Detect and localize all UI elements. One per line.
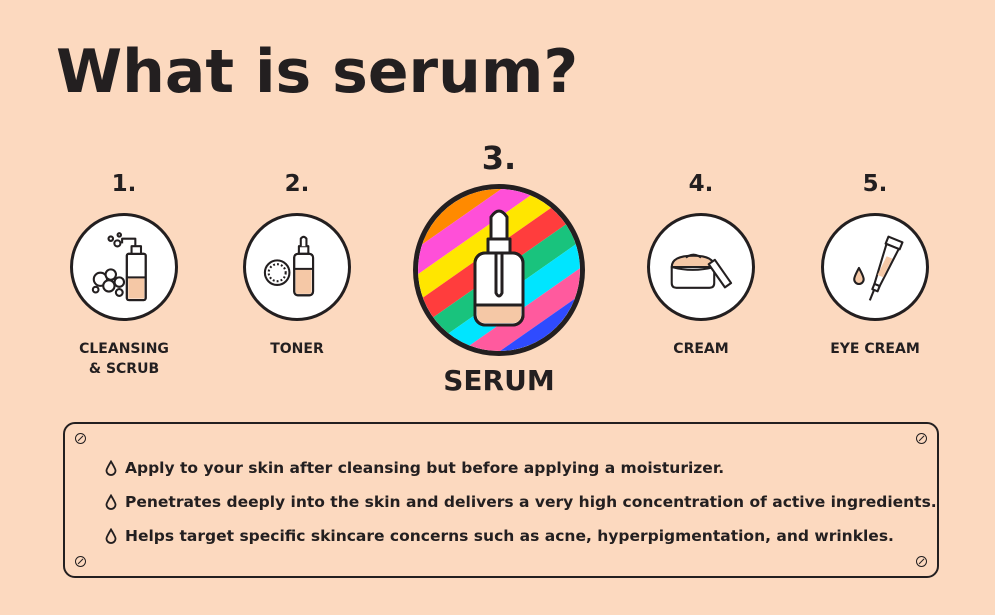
cleanser-bottle-with-bubbles-icon bbox=[91, 232, 147, 302]
step-number: 1. bbox=[111, 171, 137, 197]
step-label-line-1: TONER bbox=[270, 341, 324, 357]
step-icon-circle bbox=[243, 213, 351, 321]
info-text: Helps target specific skincare concerns … bbox=[125, 527, 894, 545]
droplet-icon bbox=[105, 460, 117, 476]
step-serum: 3. bbox=[399, 142, 599, 395]
step-toner: 2. TONER bbox=[217, 173, 377, 359]
step-icon-circle bbox=[821, 213, 929, 321]
step-label-line-2: & SCRUB bbox=[88, 361, 160, 377]
info-panel: Apply to your skin after cleansing but b… bbox=[63, 422, 939, 578]
step-number: 5. bbox=[862, 171, 888, 197]
info-list: Apply to your skin after cleansing but b… bbox=[105, 458, 937, 560]
screw-icon bbox=[75, 556, 86, 567]
serum-dropper-bottle-icon bbox=[418, 189, 580, 351]
list-item: Apply to your skin after cleansing but b… bbox=[105, 458, 937, 478]
list-item: Helps target specific skincare concerns … bbox=[105, 526, 937, 546]
step-eye-cream: 5. EYE CREAM bbox=[795, 173, 955, 359]
step-label-line-1: CREAM bbox=[673, 341, 729, 357]
droplet-icon bbox=[105, 528, 117, 544]
step-label-line-1: EYE CREAM bbox=[830, 341, 920, 357]
step-icon-circle bbox=[647, 213, 755, 321]
step-label-line-1: CLEANSING bbox=[79, 341, 169, 357]
info-text: Penetrates deeply into the skin and deli… bbox=[125, 493, 937, 511]
screw-icon bbox=[916, 433, 927, 444]
toner-dropper-bottle-with-cotton-pad-icon bbox=[263, 235, 315, 297]
list-item: Penetrates deeply into the skin and deli… bbox=[105, 492, 937, 512]
step-cleansing: 1. CLEANSING & SCRUB bbox=[44, 173, 204, 379]
page-title: What is serum? bbox=[56, 37, 579, 107]
step-number: 2. bbox=[284, 171, 310, 197]
cream-jar-icon bbox=[670, 253, 733, 289]
step-number: 3. bbox=[481, 139, 517, 177]
screw-icon bbox=[75, 433, 86, 444]
step-number: 4. bbox=[688, 171, 714, 197]
step-icon-circle bbox=[70, 213, 178, 321]
info-text: Apply to your skin after cleansing but b… bbox=[125, 459, 725, 477]
step-cream: 4. CREAM bbox=[621, 173, 781, 359]
eye-cream-tube-icon bbox=[853, 235, 904, 301]
screw-icon bbox=[916, 556, 927, 567]
droplet-icon bbox=[105, 494, 117, 510]
step-label-line-1: SERUM bbox=[443, 364, 555, 397]
step-icon-circle-rainbow bbox=[413, 184, 585, 356]
